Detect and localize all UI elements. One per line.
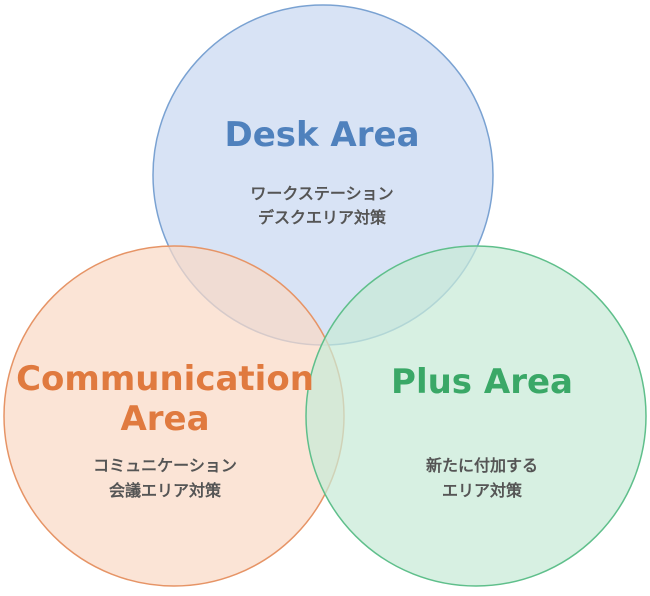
plus-area-circle bbox=[305, 245, 647, 587]
communication-area-title-line1: Communication bbox=[16, 359, 314, 399]
plus-area-title: Plus Area bbox=[391, 362, 573, 402]
plus-area-desc-line1: 新たに付加する bbox=[426, 456, 538, 475]
communication-area-desc-line1: コミュニケーション bbox=[93, 456, 237, 475]
communication-area-desc-line2: 会議エリア対策 bbox=[109, 481, 222, 500]
communication-area-title-line2: Area bbox=[120, 399, 209, 439]
desk-area-desc-line1: ワークステーション bbox=[250, 184, 393, 203]
plus-area-desc-line2: エリア対策 bbox=[442, 481, 523, 500]
desk-area-title: Desk Area bbox=[224, 115, 419, 155]
desk-area-desc-line2: デスクエリア対策 bbox=[258, 208, 387, 227]
